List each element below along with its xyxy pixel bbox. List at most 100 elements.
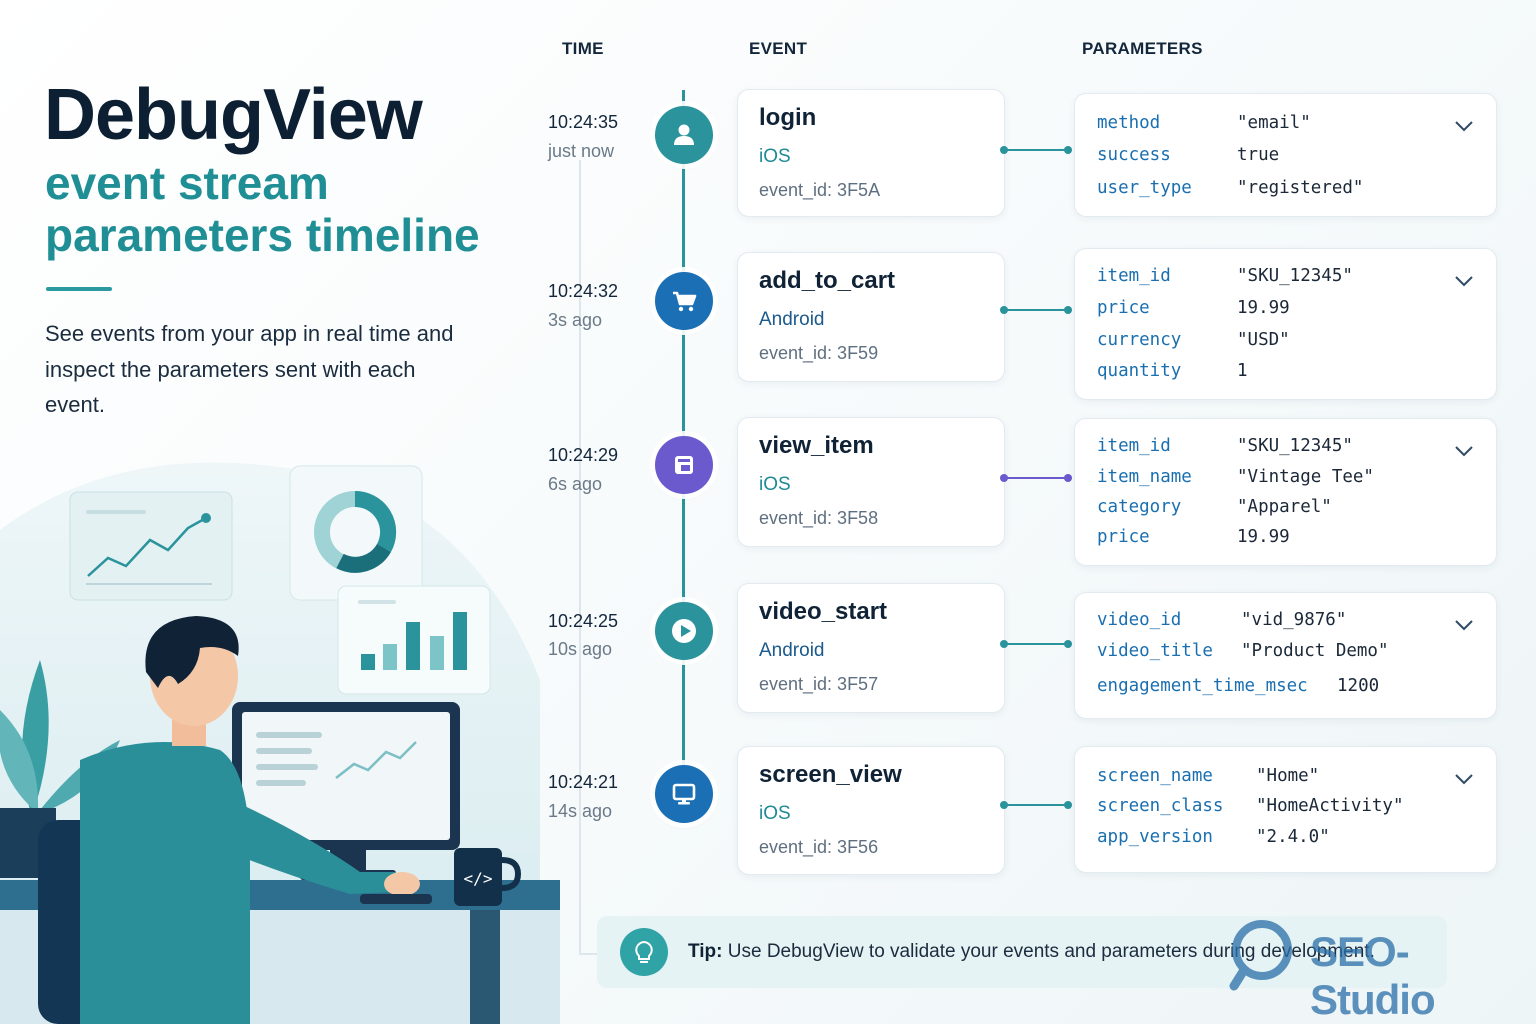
- param-value: "registered": [1237, 178, 1364, 198]
- param-row: app_version "2.4.0": [1097, 827, 1330, 847]
- param-value: "HomeActivity": [1256, 796, 1404, 816]
- event-id: event_id: 3F5A: [759, 180, 881, 200]
- monitor: [232, 702, 460, 880]
- event-card-view-item[interactable]: view_item iOS event_id: 3F58: [737, 417, 1005, 547]
- event-relative-time: just now: [548, 141, 615, 161]
- param-row: engagement_time_msec 1200: [1097, 676, 1379, 696]
- param-key: quantity: [1097, 361, 1182, 381]
- tip-label: Tip:: [688, 941, 723, 962]
- time-axis-line: [579, 160, 581, 955]
- event-relative-time: 3s ago: [548, 310, 603, 330]
- param-key: price: [1097, 298, 1150, 318]
- timeline-node-video-start: [655, 602, 713, 660]
- cart-icon: [673, 291, 697, 312]
- event-param-connector: [1000, 306, 1072, 314]
- param-key: app_version: [1097, 827, 1213, 847]
- event-param-connector: [1000, 801, 1072, 809]
- event-id: event_id: 3F59: [759, 343, 879, 363]
- param-key: item_name: [1097, 467, 1192, 487]
- watermark-text: SEO-Studio: [1310, 928, 1436, 1023]
- param-key: item_id: [1097, 266, 1171, 286]
- code-mug: </>: [454, 848, 522, 906]
- param-row: video_id"vid_9876": [1097, 610, 1346, 630]
- param-row: quantity 1: [1097, 361, 1248, 381]
- param-value: "Vintage Tee": [1237, 467, 1374, 487]
- param-value: "Home": [1256, 766, 1320, 786]
- bar-chart-card: [337, 585, 491, 695]
- monitor-icon: [672, 783, 696, 805]
- user-icon: [674, 124, 694, 145]
- event-card-login[interactable]: login iOS event_id: 3F5A: [737, 89, 1005, 217]
- param-row: item_id "SKU_12345": [1097, 266, 1353, 286]
- developer-person: [38, 616, 432, 1024]
- event-time: 10:24:29: [548, 445, 619, 465]
- event-name: view_item: [759, 432, 874, 459]
- time-column-header: TIME: [562, 39, 604, 58]
- tip-banner: Tip: Use DebugView to validate your even…: [597, 916, 1447, 988]
- param-value: "SKU_12345": [1237, 436, 1353, 456]
- donut-chart-card: [289, 465, 423, 601]
- event-platform: Android: [759, 309, 825, 330]
- param-row: currency"USD": [1097, 330, 1290, 350]
- param-row: screen_name "Home": [1097, 766, 1319, 786]
- event-name: add_to_cart: [759, 267, 896, 294]
- param-value: 1: [1237, 361, 1248, 381]
- event-card-add-to-cart[interactable]: add_to_cart Android event_id: 3F59: [737, 252, 1005, 382]
- event-relative-time: 14s ago: [548, 801, 613, 821]
- svg-text:</>: </>: [464, 869, 493, 888]
- params-card-add-to-cart[interactable]: item_id "SKU_12345" price 19.99 currency"U…: [1074, 248, 1497, 400]
- event-param-connector: [1000, 146, 1072, 154]
- event-id: event_id: 3F58: [759, 508, 879, 528]
- timeline-node-add-to-cart: [655, 272, 713, 330]
- param-row: item_name "Vintage Tee": [1097, 467, 1374, 487]
- params-card-view-item[interactable]: item_id"SKU_12345" item_name "Vintage Tee…: [1074, 418, 1497, 566]
- event-param-connector: [1000, 640, 1072, 648]
- param-row: item_id"SKU_12345": [1097, 436, 1353, 456]
- event-platform: iOS: [759, 146, 791, 167]
- param-value: "Product Demo": [1241, 641, 1389, 661]
- param-key: method: [1097, 113, 1161, 133]
- event-name: login: [759, 104, 817, 131]
- params-card-video-start[interactable]: video_id"vid_9876" video_title "Product D…: [1074, 592, 1497, 719]
- param-value: "email": [1237, 113, 1311, 133]
- param-value: 19.99: [1237, 298, 1290, 318]
- param-key: video_title: [1097, 641, 1213, 661]
- page-description: See events from your app in real time an…: [45, 321, 454, 417]
- item-card-icon: [675, 456, 693, 474]
- chevron-down-icon[interactable]: [1454, 275, 1474, 287]
- tip-message: Use DebugView to validate your events an…: [722, 941, 1375, 962]
- param-value: true: [1237, 145, 1280, 165]
- timeline-node-screen-view: [655, 765, 713, 823]
- watermark-logo-icon: [1229, 920, 1292, 991]
- event-card-screen-view[interactable]: screen_view iOS event_id: 3F56: [737, 746, 1005, 875]
- param-key: engagement_time_msec: [1097, 676, 1308, 696]
- event-card-video-start[interactable]: video_start Android event_id: 3F57: [737, 583, 1005, 713]
- param-key: price: [1097, 527, 1150, 547]
- param-key: user_type: [1097, 178, 1192, 198]
- param-key: screen_class: [1097, 796, 1224, 816]
- param-row: category"Apparel": [1097, 497, 1332, 517]
- param-row: user_type "registered": [1097, 178, 1363, 198]
- chevron-down-icon[interactable]: [1454, 773, 1474, 785]
- param-value: "2.4.0": [1256, 827, 1330, 847]
- line-chart-card: [69, 491, 233, 601]
- chevron-down-icon[interactable]: [1454, 445, 1474, 457]
- chevron-down-icon[interactable]: [1454, 619, 1474, 631]
- developer-illustration: </>: [0, 462, 560, 1024]
- param-value: 1200: [1337, 676, 1380, 696]
- chevron-down-icon[interactable]: [1454, 120, 1474, 132]
- accent-divider: [46, 287, 112, 291]
- event-time: 10:24:25: [548, 611, 619, 631]
- param-key: category: [1097, 497, 1182, 517]
- event-platform: iOS: [759, 803, 791, 824]
- params-card-screen-view[interactable]: screen_name "Home" screen_class "HomeActiv…: [1074, 746, 1497, 873]
- param-key: currency: [1097, 330, 1182, 350]
- event-name: video_start: [759, 598, 888, 625]
- play-icon: [672, 619, 696, 643]
- param-key: screen_name: [1097, 766, 1213, 786]
- param-value: "SKU_12345": [1237, 266, 1353, 286]
- event-id: event_id: 3F57: [759, 674, 879, 694]
